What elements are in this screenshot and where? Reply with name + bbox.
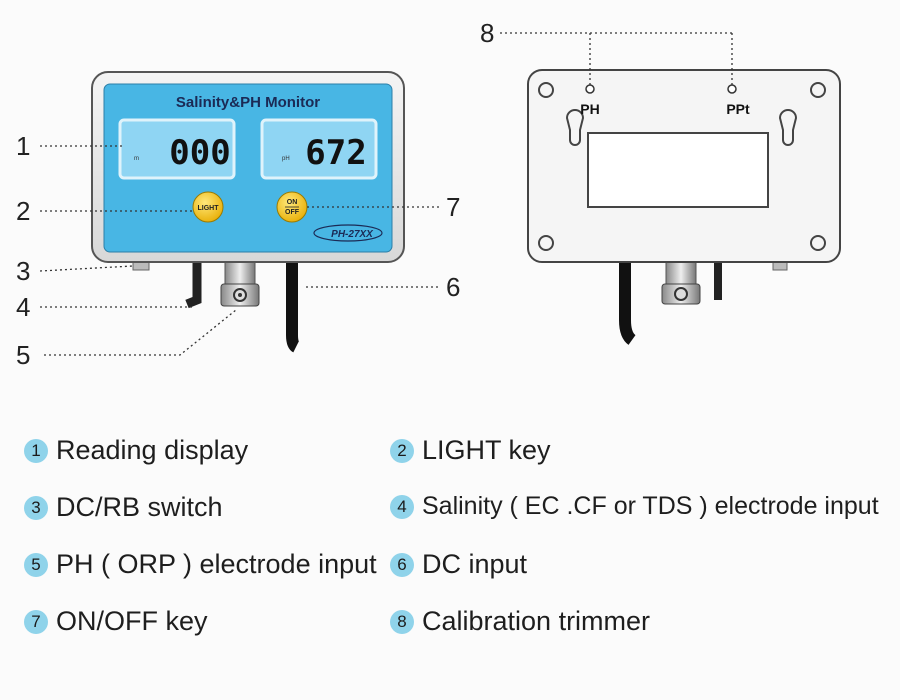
lcd-right-unit: pH [282, 156, 290, 162]
onoff-button-bottom: OFF [285, 209, 300, 216]
label-ppt: PPt [726, 101, 750, 117]
model-label: PH-27XX [331, 229, 374, 240]
back-label-window [587, 132, 769, 208]
legend-badge: 1 [24, 438, 48, 463]
label-ph: PH [580, 101, 599, 117]
legend-text: PH ( ORP ) electrode input [56, 549, 377, 579]
legend-text: LIGHT key [422, 435, 551, 465]
legend-badge: 3 [24, 495, 48, 520]
callout-1: 1 [16, 131, 30, 161]
corner-hole [538, 235, 554, 251]
callout-3: 3 [16, 256, 30, 286]
legend-item-5: 5 PH ( ORP ) electrode input [24, 549, 377, 580]
callout-4: 4 [16, 292, 30, 322]
legend-badge: 8 [390, 609, 414, 634]
legend-text: ON/OFF key [56, 606, 208, 636]
legend-text: Salinity ( EC .CF or TDS ) electrode inp… [422, 492, 879, 520]
light-button-label: LIGHT [198, 205, 220, 212]
callout-7: 7 [446, 192, 460, 222]
legend-text: DC/RB switch [56, 492, 223, 522]
back-dc-cable [619, 262, 636, 345]
callout-2: 2 [16, 196, 30, 226]
corner-hole [810, 235, 826, 251]
legend-text: Calibration trimmer [422, 606, 651, 636]
legend-badge: 2 [390, 438, 414, 463]
legend-item-7: 7 ON/OFF key [24, 606, 208, 637]
legend-item-8: 8 Calibration trimmer [390, 606, 650, 637]
dc-cable [286, 262, 300, 353]
corner-hole [810, 82, 826, 98]
device-diagram: Salinity&PH Monitor m 000 pH 672 LIGHT O… [16, 18, 841, 370]
callout-8: 8 [480, 18, 494, 48]
leader-lines [39, 32, 733, 356]
legend-text: DC input [422, 549, 528, 579]
legend-item-2: 2 LIGHT key [390, 435, 551, 466]
salinity-cable [185, 262, 202, 309]
lcd-right [260, 118, 378, 180]
legend-badge: 7 [24, 609, 48, 634]
model-badge: PH-27XX [313, 224, 383, 242]
lcd-left-unit: m [134, 156, 139, 162]
legend-item-1: 1 Reading display [24, 435, 248, 466]
callout-6: 6 [446, 272, 460, 302]
legend-badge: 4 [390, 494, 414, 519]
lcd-right-reading: 672 [305, 133, 366, 173]
legend-item-3: 3 DC/RB switch [24, 492, 223, 523]
legend-badge: 6 [390, 552, 414, 577]
dc-rb-switch [132, 261, 150, 271]
bnc-connector [220, 261, 260, 307]
legend-badge: 5 [24, 552, 48, 577]
trimmer-ph[interactable] [585, 84, 595, 94]
back-bnc-connector [661, 261, 701, 305]
onoff-button-top: ON [287, 199, 298, 206]
front-device: Salinity&PH Monitor m 000 pH 672 LIGHT O… [91, 71, 405, 353]
light-button[interactable]: LIGHT [192, 191, 224, 223]
lcd-left [118, 118, 236, 180]
callout-5: 5 [16, 340, 30, 370]
legend-item-6: 6 DC input [390, 549, 527, 580]
trimmer-ppt[interactable] [727, 84, 737, 94]
back-device: PH PPt [527, 69, 841, 345]
legend-text: Reading display [56, 435, 249, 465]
onoff-button[interactable]: ON OFF [276, 191, 308, 223]
corner-hole [538, 82, 554, 98]
device-title: Salinity&PH Monitor [176, 94, 320, 111]
legend-item-4: 4 Salinity ( EC .CF or TDS ) electrode i… [390, 492, 879, 521]
keyhole-mount-left [565, 109, 585, 146]
lcd-left-reading: 000 [169, 133, 230, 173]
keyhole-mount-right [778, 109, 798, 146]
